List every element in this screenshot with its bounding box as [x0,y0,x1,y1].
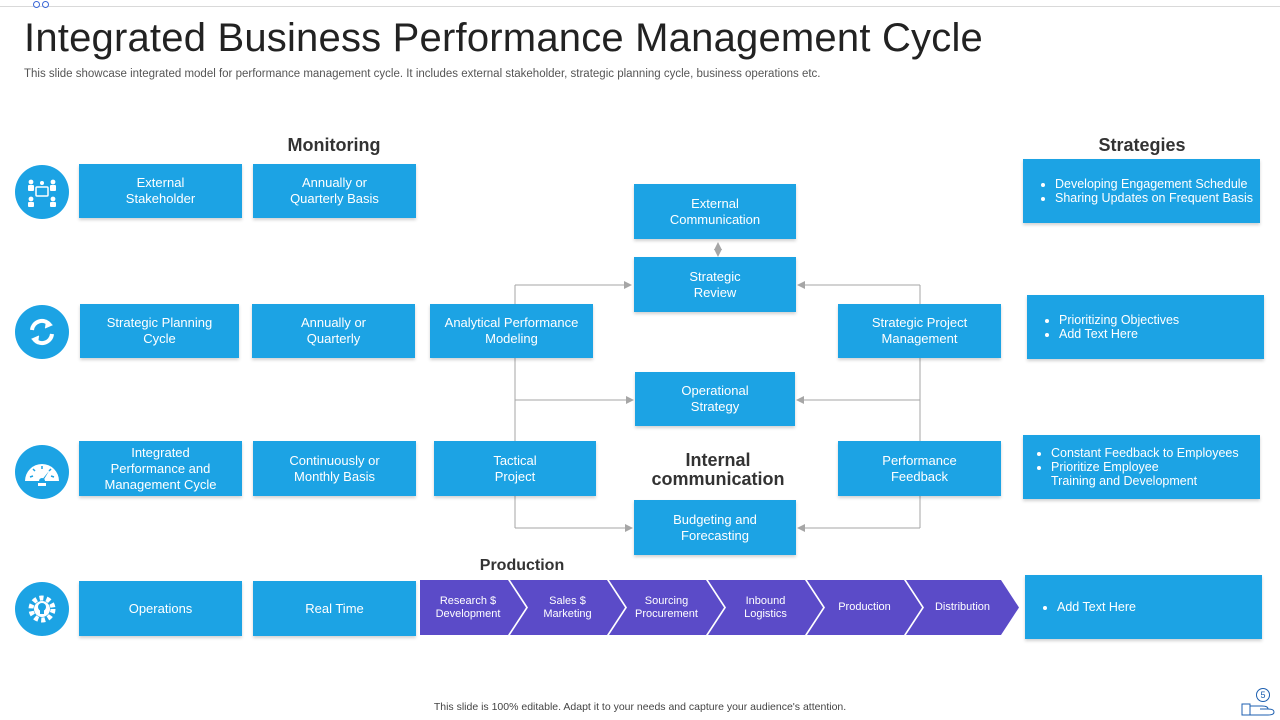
frequency-box-strategic-planning: Annually or Quarterly [252,304,415,358]
integrated-performance-box: Integrated Performance and Management Cy… [79,441,242,496]
performance-feedback-box: Performance Feedback [838,441,1001,496]
page-number: 5 [1256,688,1270,702]
production-step-label: Production [838,601,891,613]
slide-dots-decoration [33,1,55,11]
production-step-label: Sourcing Procurement [635,594,698,620]
tactical-project-box: Tactical Project [434,441,596,496]
internal-communication-header: Internal communication [651,450,785,489]
strategic-project-management-box: Strategic Project Management [838,304,1001,358]
production-step-label: Inbound Logistics [744,594,787,620]
slide-subtitle: This slide showcase integrated model for… [24,68,821,80]
strategy-box: Developing Engagement Schedule Sharing U… [1023,159,1260,223]
hand-icon [1241,703,1275,716]
slide-title: Integrated Business Performance Manageme… [24,16,983,60]
dot-decoration [33,1,40,8]
speedometer-icon [15,445,69,499]
budgeting-and-forecasting-box: Budgeting and Forecasting [634,500,796,555]
frequency-box-integrated-performance: Continuously or Monthly Basis [253,441,416,496]
production-step-chevron: Production [807,580,922,635]
slide-footer-note: This slide is 100% editable. Adapt it to… [433,701,847,713]
strategy-bullet: Developing Engagement Schedule [1055,177,1253,191]
strategy-bullet: Add Text Here [1059,327,1179,341]
stakeholder-icon [15,165,69,219]
production-step-label: Research $ Development [435,594,501,620]
strategy-bullet: Add Text Here [1057,600,1136,614]
strategic-planning-cycle-box: Strategic Planning Cycle [80,304,239,358]
production-step-chevron: Sourcing Procurement [609,580,724,635]
gear-lightbulb-icon [15,582,69,636]
strategies-header: Strategies [1098,135,1186,155]
frequency-box-external-stakeholder: Annually or Quarterly Basis [253,164,416,218]
strategy-box: Prioritizing Objectives Add Text Here [1027,295,1264,359]
strategy-bullet: Sharing Updates on Frequent Basis [1055,191,1253,205]
production-step-label: Distribution [934,601,991,613]
strategic-review-box: Strategic Review [634,257,796,312]
frequency-box-operations: Real Time [253,581,416,636]
dot-decoration [42,1,49,8]
operational-strategy-box: Operational Strategy [635,372,795,426]
production-step-label: Sales $ Marketing [543,594,592,620]
external-communication-box: External Communication [634,184,796,239]
strategy-bullet: Prioritize Employee Training and Develop… [1051,460,1239,488]
production-step-chevron: Research $ Development [420,580,526,635]
top-divider [0,6,1280,7]
operations-box: Operations [79,581,242,636]
production-step-chevron: Sales $ Marketing [510,580,625,635]
refresh-cycle-icon [15,305,69,359]
strategy-box: Constant Feedback to Employees Prioritiz… [1023,435,1260,499]
monitoring-header: Monitoring [287,135,381,155]
strategy-bullet: Constant Feedback to Employees [1051,446,1239,460]
strategy-bullet: Prioritizing Objectives [1059,313,1179,327]
external-stakeholder-box: External Stakeholder [79,164,242,218]
analytical-performance-modeling-box: Analytical Performance Modeling [430,304,593,358]
strategy-box: Add Text Here [1025,575,1262,639]
production-step-chevron: Distribution [906,580,1019,635]
production-step-chevron: Inbound Logistics [708,580,823,635]
production-header: Production [479,557,565,574]
